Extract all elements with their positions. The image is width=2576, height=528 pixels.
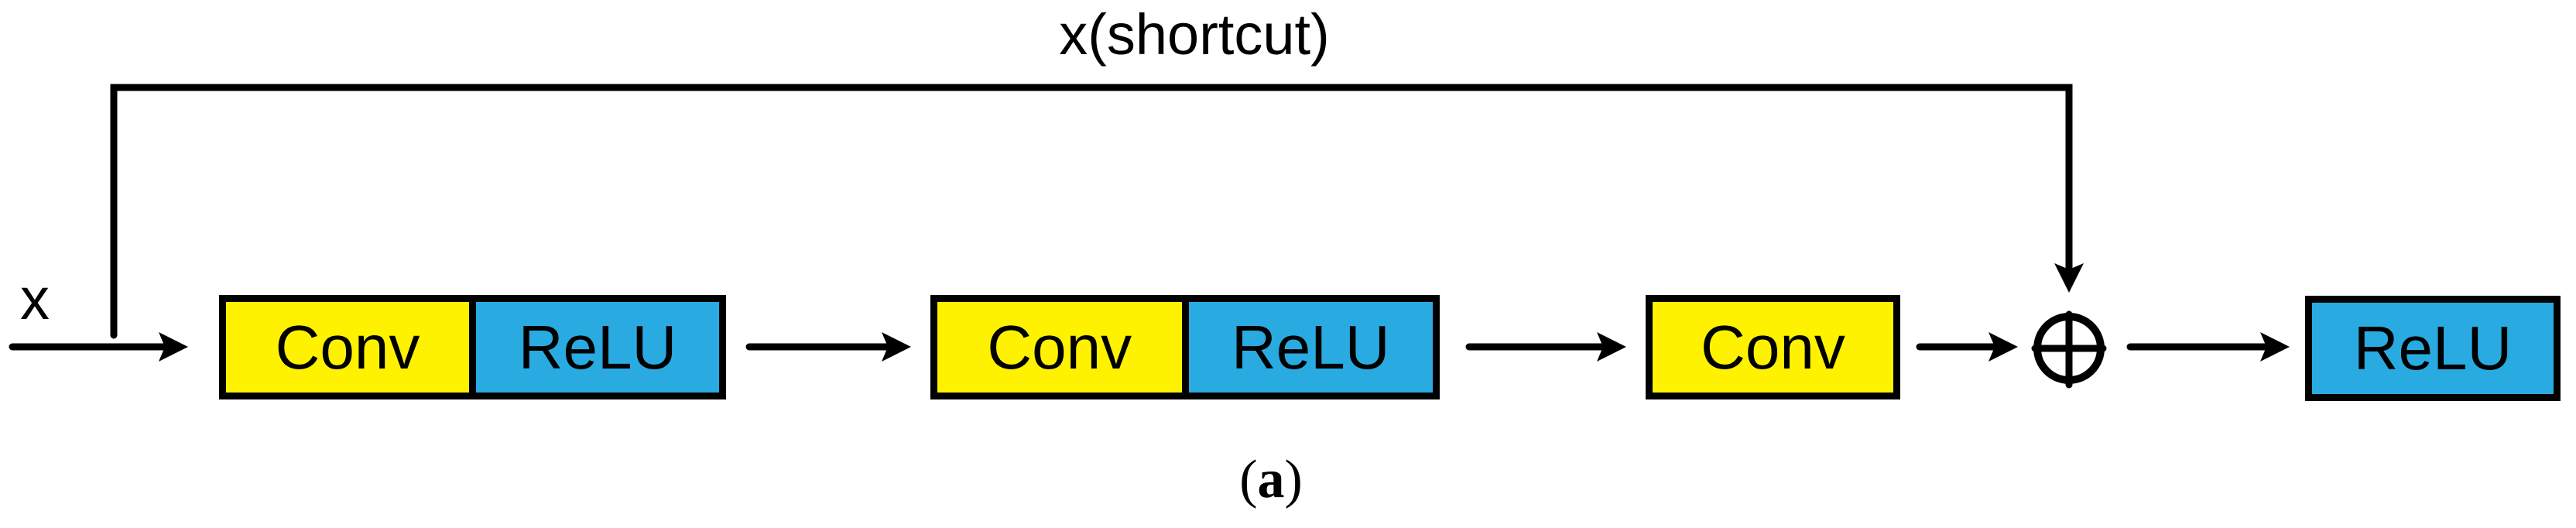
block-conv-relu-2: Conv ReLU: [930, 295, 1440, 399]
arrowhead-icon: [1597, 332, 1626, 362]
conv-cell: Conv: [937, 302, 1182, 393]
shortcut-arrowhead-icon: [2054, 263, 2084, 293]
input-label: x: [20, 266, 50, 332]
shortcut-label: x(shortcut): [1059, 2, 1330, 67]
figure-caption: (a): [1239, 453, 1303, 507]
input-arrow: [9, 332, 188, 362]
arrow-block3-add: [1916, 332, 2018, 362]
input-arrowhead-icon: [159, 332, 188, 362]
conv-cell: Conv: [226, 302, 469, 393]
conv-cell: Conv: [1653, 302, 1893, 393]
arrowhead-icon: [2260, 332, 2290, 362]
arrow-block1-block2: [745, 332, 911, 362]
relu-cell: ReLU: [469, 302, 719, 393]
block-relu-4: ReLU: [2305, 296, 2561, 401]
arrow-add-relu: [2126, 332, 2290, 362]
shortcut-path: [110, 84, 2073, 339]
arrow-block2-block3: [1465, 332, 1626, 362]
arrowhead-icon: [1989, 332, 2018, 362]
relu-cell: ReLU: [1181, 302, 1433, 393]
relu-cell: ReLU: [2312, 303, 2554, 394]
block-conv-3: Conv: [1646, 295, 1900, 399]
add-operator-icon: [2031, 310, 2107, 389]
arrowhead-icon: [882, 332, 911, 362]
caption-letter: a: [1257, 450, 1285, 509]
block-conv-relu-1: Conv ReLU: [219, 295, 726, 399]
caption-close-paren: ): [1284, 450, 1303, 509]
caption-open-paren: (: [1239, 450, 1258, 509]
